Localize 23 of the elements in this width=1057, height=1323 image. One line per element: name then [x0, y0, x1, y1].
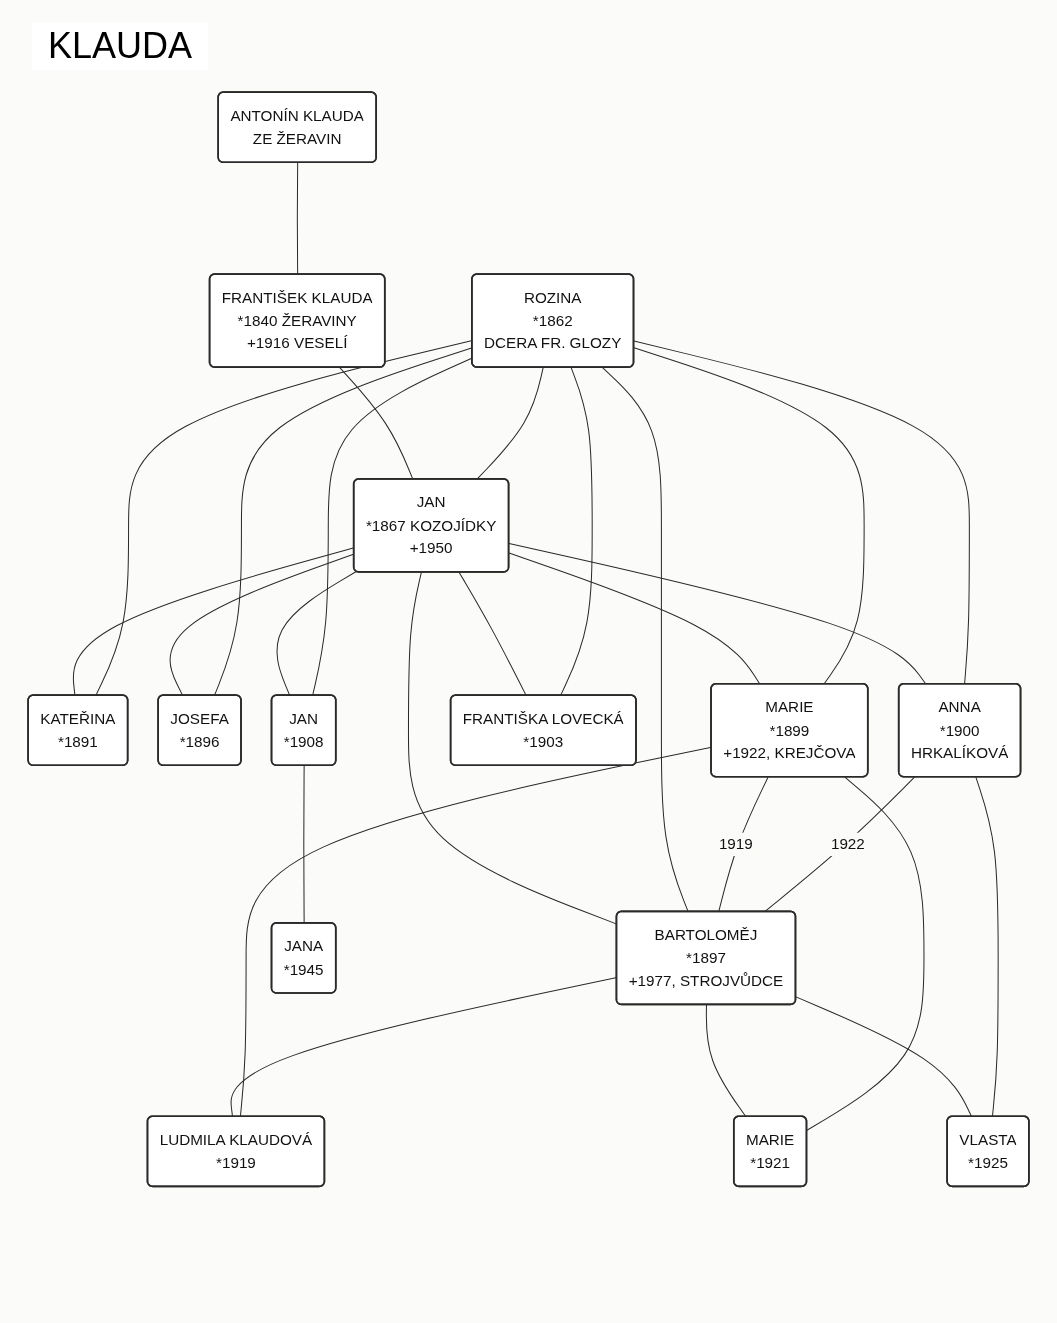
connector: [508, 552, 761, 685]
title: KLAUDA: [32, 22, 209, 70]
connector: [169, 553, 355, 697]
connector: [508, 542, 927, 685]
connector: [705, 1004, 747, 1118]
connector: [602, 367, 689, 913]
connector: [795, 996, 973, 1118]
connector: [476, 367, 544, 480]
connector: [806, 776, 925, 1131]
connector: [633, 347, 865, 685]
connector: [339, 367, 414, 480]
connector: [276, 570, 357, 697]
connector: [458, 571, 527, 697]
connector: [296, 162, 299, 276]
connector: [718, 776, 769, 913]
connector: [633, 340, 970, 685]
connector: [975, 776, 999, 1118]
edge-label: 1922: [830, 834, 865, 852]
connector: [763, 776, 915, 913]
connector: [560, 367, 593, 697]
edge-label: 1919: [718, 834, 753, 852]
connector: [303, 765, 305, 924]
connector: [72, 547, 355, 697]
